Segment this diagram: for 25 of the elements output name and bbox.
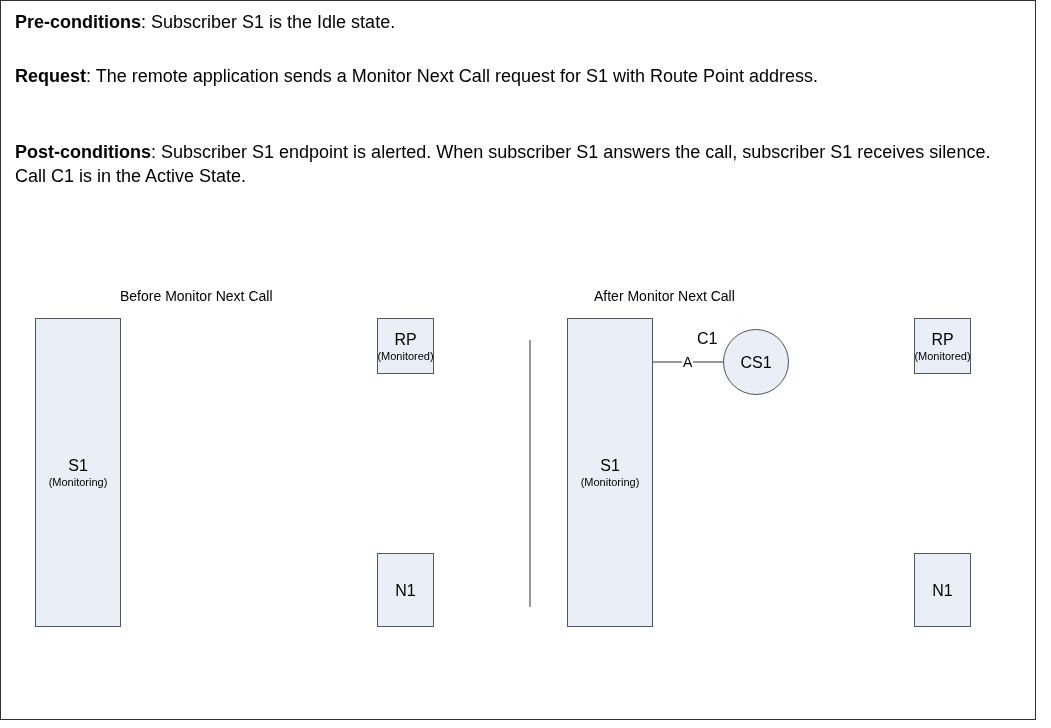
device-box	[914, 553, 971, 627]
node-name: RP	[394, 329, 417, 349]
node-status: (Monitored)	[377, 348, 434, 363]
node-name: S1	[600, 456, 620, 475]
device-box	[567, 318, 653, 627]
node-name: N1	[395, 580, 416, 600]
device-box	[35, 318, 121, 627]
connector-line	[652, 361, 724, 363]
node-name: N1	[932, 580, 953, 600]
node-status: (Monitored)	[914, 348, 971, 363]
request-text: Request: The remote application sends a Monitor Next Call request for S1 with Route Point address.	[15, 65, 820, 88]
node-status: (Monitoring)	[48, 475, 108, 489]
node-name: RP	[931, 329, 954, 349]
node-name: CS1	[740, 352, 772, 372]
device-box	[377, 318, 434, 374]
node-name: S1	[68, 456, 88, 475]
edge-label: A	[682, 354, 694, 370]
postcondition-text: Post-conditions: Subscriber S1 endpoint is alerted. When subscriber S1 answers the call, subscriber S1 receives silence. Call C1 is in the Active State.	[15, 141, 992, 188]
precondition-text: Pre-conditions: Subscriber S1 is the Idle state.	[15, 11, 397, 34]
panel-caption: Before Monitor Next Call	[120, 288, 273, 304]
device-box	[377, 553, 434, 627]
call-id-label: C1	[697, 330, 718, 348]
node-status: (Monitoring)	[580, 475, 640, 489]
device-box	[914, 318, 971, 374]
panel-caption: After Monitor Next Call	[594, 288, 735, 304]
